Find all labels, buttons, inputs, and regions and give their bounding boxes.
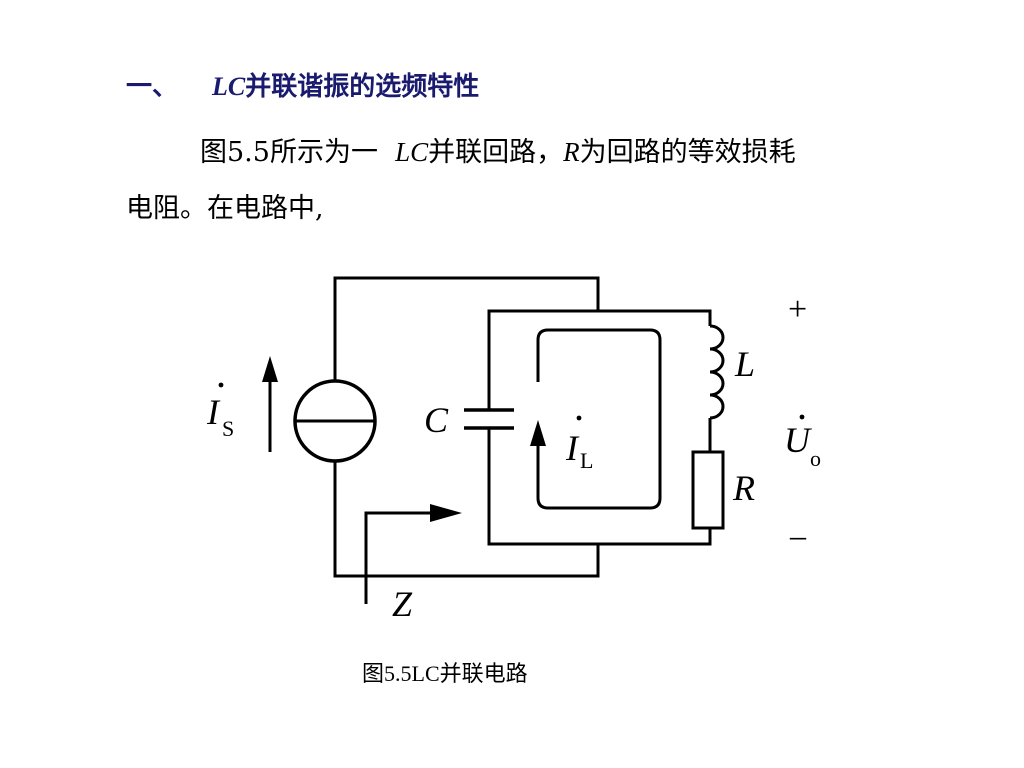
is-dot-marker [218,382,224,388]
paragraph-text-1: 图5.5所示为一 [200,137,378,168]
uo-subscript: o [810,446,821,471]
is-label: I [206,392,221,432]
heading-lc: LC [212,72,246,101]
paragraph-text-2: 并联回路， [428,137,564,168]
is-subscript: S [222,416,234,441]
inner-wire-top [487,309,712,410]
paragraph-line-2: 电阻。在电路中, [126,181,956,237]
uo-dot-marker [799,414,805,420]
outer-wire-top [333,276,600,380]
il-label: I [565,428,580,468]
resistor-label: R [732,468,755,508]
capacitor-label: C [424,400,449,440]
paragraph-text-3: 为回路的等效损耗 [579,137,796,168]
inner-wire-bottom [487,428,712,546]
current-source [293,379,377,463]
paragraph-r: R [563,137,580,167]
minus-sign: – [789,517,807,553]
outer-wire-bottom [333,462,600,578]
il-dot-marker [576,415,582,421]
il-loop-arrow-icon [530,328,662,510]
resistor [691,450,725,530]
il-subscript: L [580,448,593,473]
heading-title: 并联谐振的选频特性 [245,72,480,102]
body-paragraph: 图5.5所示为一 LC并联回路，R为回路的等效损耗 电阻。在电路中, [126,124,956,237]
impedance-label: Z [392,584,413,624]
uo-label: U [784,420,812,460]
figure-caption: 图5.5LC并联电路 [362,661,528,686]
section-heading: 一、 LC并联谐振的选频特性 [126,66,479,103]
capacitor [464,408,514,430]
plus-sign: + [788,291,807,328]
paragraph-line-1: 图5.5所示为一 LC并联回路，R为回路的等效损耗 [126,124,956,181]
section-number: 一、 [126,72,179,102]
inductor-label: L [734,344,755,384]
paragraph-lc: LC [395,137,429,167]
z-arrow-icon [364,504,462,604]
paragraph-text-4: 电阻。在电路中, [126,193,324,224]
is-arrow-icon [262,356,278,452]
circuit-wires [333,276,712,578]
inductor-coil [709,324,725,420]
